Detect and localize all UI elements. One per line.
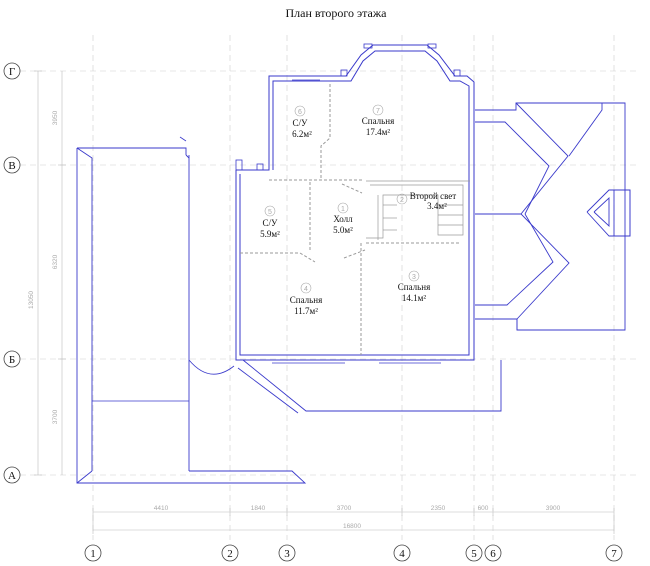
right-wing-roof [475, 102, 631, 331]
room-area: 6.2м² [292, 129, 312, 139]
room-area: 3.4м² [427, 201, 447, 211]
main-building-walls [235, 43, 475, 364]
room-2: 2 Второй свет 3.4м² [396, 191, 457, 211]
axis-label: 7 [611, 548, 617, 560]
room-area: 17.4м² [366, 127, 390, 137]
axis-grid [20, 35, 640, 540]
room-number: 4 [304, 286, 308, 293]
col-axis-6: 6 [484, 544, 502, 562]
dim-left-1: 3950 [52, 110, 59, 125]
room-number: 3 [412, 274, 416, 281]
left-wing-roof [76, 136, 502, 484]
room-4: 4 Спальня 11.7м² [290, 282, 322, 316]
room-name: С/У [293, 118, 309, 128]
room-number: 6 [298, 109, 302, 116]
room-1: 1 Холл 5.0м² [333, 202, 353, 235]
dim-total: 16800 [343, 523, 361, 530]
axis-label: Б [9, 354, 15, 366]
room-name: Спальня [398, 282, 430, 292]
dim-left-3: 13050 [28, 291, 35, 309]
axis-label: 3 [284, 548, 290, 560]
plan-title: План второго этажа [286, 6, 388, 20]
room-name: Второй свет [410, 191, 457, 201]
room-area: 14.1м² [402, 293, 426, 303]
dim-left-4: 3700 [52, 409, 59, 424]
dim-left-2: 6320 [52, 254, 59, 269]
axis-label: 2 [227, 548, 233, 560]
staircase [366, 180, 470, 240]
dim-bottom-2: 1840 [251, 505, 266, 512]
col-axis-7: 7 [605, 544, 623, 562]
axis-label: 5 [471, 548, 477, 560]
row-axis-a: А [3, 466, 21, 484]
left-dimensions: 3950 6320 13050 3700 [28, 70, 66, 476]
axis-label: А [8, 470, 16, 482]
room-number: 1 [341, 206, 345, 213]
room-area: 5.9м² [260, 229, 280, 239]
row-axis-g: Г [3, 62, 21, 80]
col-axis-1: 1 [84, 544, 102, 562]
axis-label: 1 [90, 548, 96, 560]
room-6: 6 С/У 6.2м² [292, 105, 312, 139]
col-axis-5: 5 [465, 544, 483, 562]
room-area: 11.7м² [294, 306, 318, 316]
dim-bottom-4: 2350 [431, 505, 446, 512]
room-5: 5 С/У 5.9м² [260, 205, 280, 239]
room-area: 5.0м² [333, 225, 353, 235]
room-number: 5 [268, 209, 272, 216]
dim-bottom-6: 3900 [546, 505, 561, 512]
room-number: 7 [376, 108, 380, 115]
axis-label: Г [9, 66, 15, 78]
room-3: 3 Спальня 14.1м² [398, 270, 430, 303]
room-name: Холл [333, 214, 353, 224]
col-axis-2: 2 [221, 544, 239, 562]
row-axis-b: Б [3, 350, 21, 368]
room-name: С/У [263, 218, 279, 228]
axis-label: 6 [490, 548, 496, 560]
dim-bottom-3: 3700 [337, 505, 352, 512]
dim-bottom-1: 4410 [154, 505, 169, 512]
col-axis-3: 3 [278, 544, 296, 562]
row-axis-v: В [3, 156, 21, 174]
axis-label: 4 [399, 548, 405, 560]
room-7: 7 Спальня 17.4м² [362, 104, 394, 137]
room-name: Спальня [290, 295, 322, 305]
interior-partitions [240, 84, 460, 355]
room-name: Спальня [362, 116, 394, 126]
col-axis-4: 4 [393, 544, 411, 562]
dim-bottom-5: 600 [478, 505, 489, 512]
bottom-dimensions: 4410 1840 3700 2350 600 3900 16800 [92, 505, 615, 534]
room-number: 2 [400, 197, 404, 204]
axis-label: В [8, 160, 15, 172]
